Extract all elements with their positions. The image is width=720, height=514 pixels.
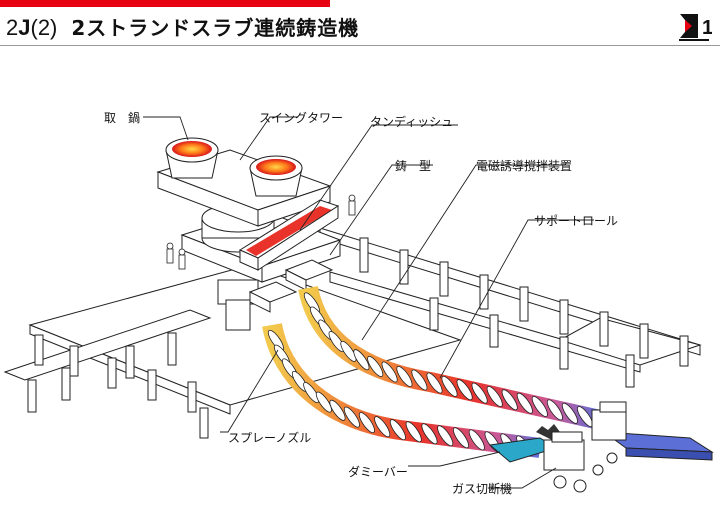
support-roll — [358, 412, 375, 434]
support-roll — [471, 382, 488, 404]
support-roll — [561, 402, 578, 424]
support-roll — [381, 361, 398, 383]
support-roll — [340, 340, 357, 362]
header-divider — [0, 45, 720, 46]
support-roll — [531, 396, 548, 417]
support-roll — [343, 406, 360, 428]
floor-columns — [27, 237, 689, 439]
title-text: 2ストランドスラブ連続鋳造機 — [71, 16, 360, 40]
company-logo-icon: 1 — [679, 14, 712, 41]
tundish — [238, 199, 340, 271]
support-roll — [486, 386, 503, 407]
support-roll — [516, 392, 533, 414]
support-roll — [441, 375, 458, 397]
label-em-stirrer: 電磁誘導撹拌装置 — [476, 158, 572, 173]
support-roll — [421, 423, 438, 445]
label-gas-cutter: ガス切断機 — [452, 481, 512, 496]
leader-lines — [143, 116, 594, 489]
label-swing-tower: スイングタワー — [259, 111, 343, 125]
header-accent-bar — [0, 0, 330, 7]
support-roll — [437, 425, 454, 447]
label-spray-nozzle: スプレーノズル — [228, 430, 311, 445]
workers — [166, 194, 356, 270]
support-roll — [396, 366, 413, 387]
support-roll — [426, 372, 443, 394]
molds — [248, 259, 334, 313]
label-mold: 鋳 型 — [395, 159, 431, 173]
support-roll — [303, 382, 320, 403]
support-roll — [367, 356, 384, 377]
support-roll — [468, 429, 485, 451]
continuous-caster-diagram: 取 鍋 スイングタワー タンディッシュ 鋳 型 電磁誘導撹拌装置 サポートロール… — [3, 110, 714, 496]
support-roll — [546, 399, 563, 421]
label-dummy-bar: ダミーバー — [348, 464, 408, 479]
support-roll — [329, 399, 346, 421]
gas-cutter-machine — [543, 401, 714, 493]
support-roll — [405, 421, 422, 443]
support-roll — [389, 419, 406, 441]
support-roll — [315, 391, 332, 413]
support-roll — [452, 427, 470, 449]
support-roll — [374, 416, 391, 438]
support-rolls — [267, 292, 594, 457]
ladle-left — [165, 137, 219, 179]
label-ladle: 取 鍋 — [104, 110, 140, 125]
support-roll — [411, 369, 428, 391]
support-roll — [501, 389, 518, 411]
page-title: 2J(2) 2ストランドスラブ連続鋳造機 — [6, 12, 359, 42]
label-support-roll: サポートロール — [534, 214, 618, 228]
ladle-right — [249, 155, 303, 197]
label-tundish: タンディッシュ — [370, 114, 453, 129]
svg-text:1: 1 — [702, 17, 712, 39]
support-roll — [353, 349, 370, 371]
support-roll — [456, 379, 473, 401]
section-code: 2J(2) — [6, 15, 58, 40]
